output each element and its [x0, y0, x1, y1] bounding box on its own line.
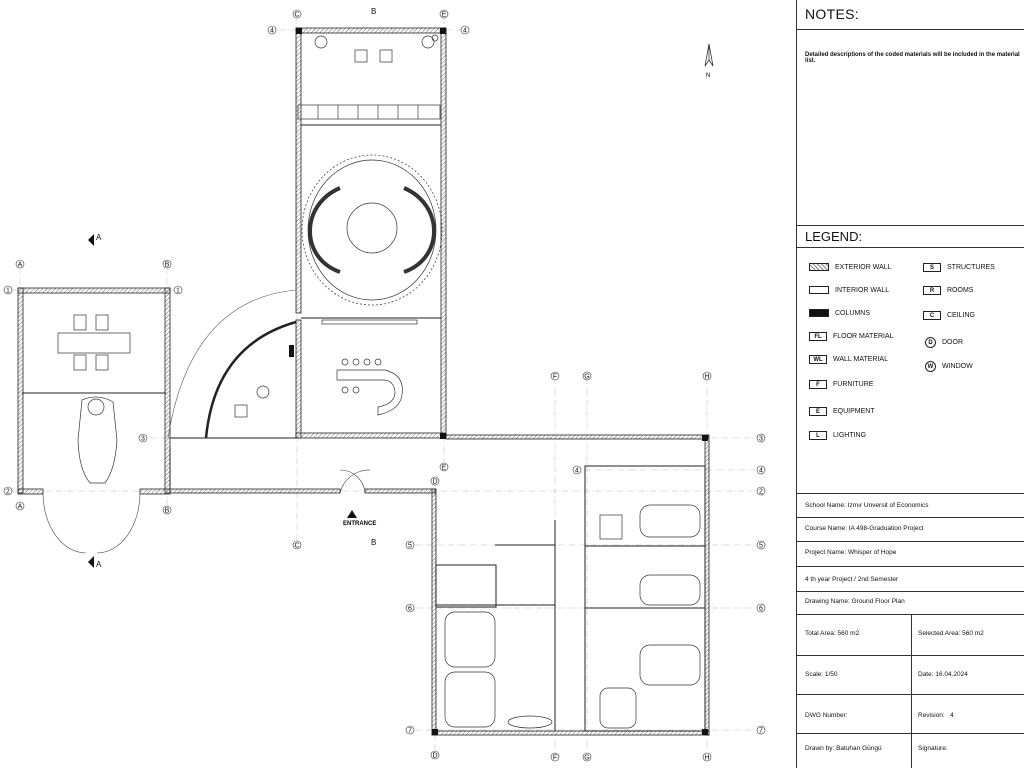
- svg-text:4: 4: [463, 28, 467, 35]
- svg-text:G: G: [584, 755, 589, 762]
- svg-text:B: B: [165, 508, 170, 515]
- svg-text:2: 2: [759, 489, 763, 496]
- svg-text:7: 7: [408, 728, 412, 735]
- project-year: 4 th year Project / 2nd Semester: [805, 576, 899, 583]
- dwg-number: DWG Number:: [805, 712, 848, 719]
- columns: [289, 28, 708, 735]
- svg-text:D: D: [432, 479, 437, 486]
- date: Date: 16.04.2024: [918, 671, 968, 678]
- entrance-label: ENTRANCE: [343, 521, 376, 527]
- entrance-arrow-icon: [347, 510, 357, 518]
- svg-text:E: E: [442, 465, 447, 472]
- svg-text:4: 4: [575, 468, 579, 475]
- drawing-name: Drawing Name: Ground Floor Plan: [805, 598, 905, 605]
- legend-interior-wall: INTERIOR WALL: [809, 286, 889, 294]
- curved-wall: [204, 320, 297, 439]
- signature: Signature:: [918, 745, 948, 752]
- outline-swatch-icon: [809, 286, 829, 294]
- svg-text:6: 6: [759, 606, 763, 613]
- legend-columns: COLUMNS: [809, 309, 870, 317]
- svg-text:5: 5: [408, 543, 412, 550]
- selected-area: Selected Area: 560 m2: [918, 630, 984, 637]
- svg-text:1: 1: [176, 288, 180, 295]
- revision: Revision: 4: [918, 712, 954, 719]
- svg-text:2: 2: [6, 489, 10, 496]
- solid-swatch-icon: [809, 309, 829, 317]
- doors: [42, 469, 371, 554]
- notes-text: Detailed descriptions of the coded mater…: [805, 52, 1020, 64]
- svg-text:A: A: [18, 504, 23, 511]
- legend-title: LEGEND:: [805, 229, 863, 244]
- right-wing-furniture: [444, 504, 701, 729]
- svg-text:5: 5: [759, 543, 763, 550]
- legend-exterior-wall: EXTERIOR WALL: [809, 263, 892, 271]
- gallery-furniture: [234, 358, 403, 418]
- svg-text:A: A: [18, 262, 23, 269]
- svg-text:G: G: [584, 374, 589, 381]
- svg-text:C: C: [294, 543, 299, 550]
- svg-text:C: C: [294, 12, 299, 19]
- section-label-b-bottom: B: [371, 538, 376, 547]
- exterior-walls: [17, 27, 710, 736]
- grid-bubbles: A B A B C E C E D D F G H F G H 1 1 2 2 …: [3, 9, 766, 762]
- svg-text:D: D: [432, 753, 437, 760]
- course-name: Course Name: IA 498-Graduation Project: [805, 525, 924, 532]
- svg-text:4: 4: [759, 468, 763, 475]
- svg-text:7: 7: [759, 728, 763, 735]
- drawn-by: Drawn by: Batuhan Güngü: [805, 745, 882, 752]
- hatch-swatch-icon: [809, 263, 829, 271]
- interior-walls: [22, 124, 706, 732]
- section-label-b-top: B: [371, 7, 376, 16]
- svg-text:B: B: [165, 262, 170, 269]
- total-area: Total Area: 560 m2: [805, 630, 860, 637]
- svg-text:H: H: [704, 374, 709, 381]
- north-label: N: [706, 73, 710, 79]
- floor-plan-drawing: A B A B C E C E D D F G H F G H 1 1 2 2 …: [3, 7, 766, 762]
- scale: Scale: 1/50: [805, 671, 838, 678]
- svg-text:F: F: [553, 755, 557, 762]
- svg-text:1: 1: [6, 288, 10, 295]
- title-block-panel: NOTES: Detailed descriptions of the code…: [796, 0, 1024, 768]
- svg-text:3: 3: [141, 436, 145, 443]
- school-name: School Name: Izmır Unversit of Economics: [805, 502, 929, 509]
- notes-title: NOTES:: [805, 6, 859, 22]
- curved-arc: [167, 289, 297, 439]
- svg-text:E: E: [442, 12, 447, 19]
- svg-text:F: F: [553, 374, 557, 381]
- circular-hall: [301, 154, 443, 325]
- svg-text:4: 4: [270, 28, 274, 35]
- north-arrow-icon: N: [704, 43, 714, 79]
- svg-text:H: H: [704, 755, 709, 762]
- svg-text:3: 3: [759, 436, 763, 443]
- project-name: Project Name: Whisper of Hope: [805, 549, 897, 556]
- section-label-a-bottom: A: [96, 560, 102, 569]
- svg-text:6: 6: [408, 606, 412, 613]
- left-wing-furniture: [57, 314, 131, 484]
- grid-lines: [12, 18, 755, 760]
- section-label-a-top: A: [96, 233, 102, 242]
- section-markers: A A B B: [88, 7, 376, 569]
- reception-furniture: [297, 34, 441, 120]
